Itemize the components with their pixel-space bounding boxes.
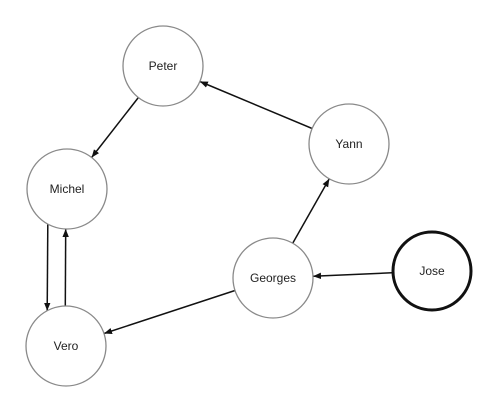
node-circle[interactable] <box>26 148 108 230</box>
edge-georges-to-yann[interactable] <box>292 178 330 244</box>
node-label: Peter <box>149 59 178 73</box>
edge-peter-to-michel[interactable] <box>91 97 139 158</box>
node-yann[interactable]: Yann <box>308 103 390 185</box>
node-vero[interactable]: Vero <box>25 305 107 387</box>
node-label: Georges <box>250 271 296 285</box>
edge-layer <box>44 80 393 335</box>
node-georges[interactable]: Georges <box>232 237 314 319</box>
node-label: Jose <box>419 264 445 278</box>
edge-michel-to-vero[interactable] <box>44 224 51 311</box>
edge-georges-to-vero[interactable] <box>103 289 236 335</box>
edge-yann-to-peter[interactable] <box>199 80 313 130</box>
node-circle[interactable] <box>232 237 314 319</box>
node-circle[interactable] <box>122 25 204 107</box>
node-label: Yann <box>335 137 362 151</box>
node-peter[interactable]: Peter <box>122 25 204 107</box>
node-michel[interactable]: Michel <box>26 148 108 230</box>
node-label: Michel <box>50 182 85 196</box>
node-jose[interactable]: Jose <box>391 230 473 312</box>
node-circle[interactable] <box>25 305 107 387</box>
node-circle[interactable] <box>391 230 473 312</box>
node-label: Vero <box>54 339 79 353</box>
edge-jose-to-georges[interactable] <box>312 272 393 280</box>
node-circle[interactable] <box>308 103 390 185</box>
